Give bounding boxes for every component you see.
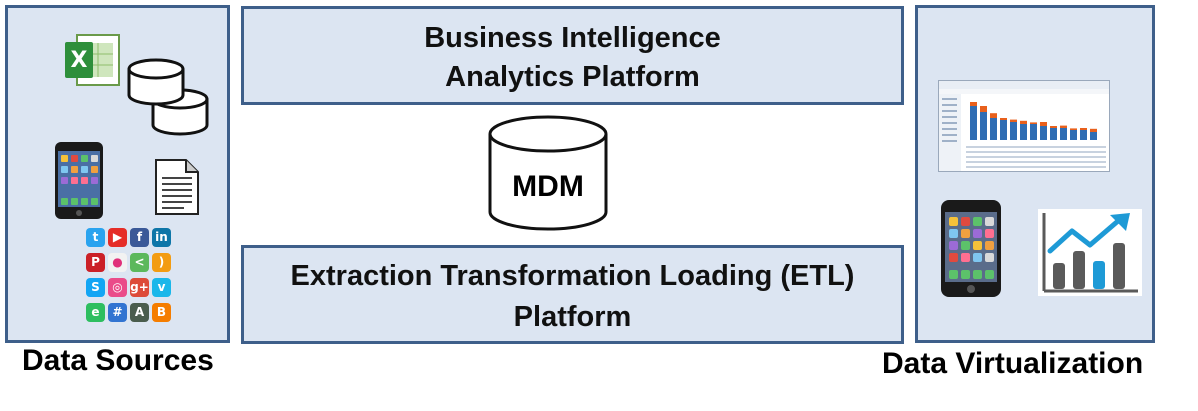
deviantart-icon: A: [130, 303, 149, 322]
facebook-icon: f: [130, 228, 149, 247]
dashboard-bar-cap: [1040, 122, 1047, 126]
etl-title-line2: Platform: [513, 301, 632, 333]
etl-platform-box: Extraction Transformation Loading (ETL) …: [241, 245, 904, 344]
dashboard-bar-cap: [980, 106, 987, 112]
share-icon: <: [130, 253, 149, 272]
googleplus-icon: g+: [130, 278, 149, 297]
dashboard-screenshot-icon: [938, 80, 1110, 172]
etl-title-line1: Extraction Transformation Loading (ETL): [290, 260, 855, 292]
dashboard-bar: [990, 118, 997, 140]
database-icon: [127, 58, 209, 136]
bi-analytics-platform-box: Business Intelligence Analytics Platform: [241, 6, 904, 105]
dashboard-bar-cap: [1090, 128, 1097, 132]
dashboard-bar-cap: [1020, 120, 1027, 124]
vimeo-icon: v: [152, 278, 171, 297]
document-icon: [155, 159, 199, 215]
dashboard-bar: [1030, 124, 1037, 140]
dashboard-bar: [1010, 122, 1017, 140]
mdm-database-icon: [488, 115, 608, 231]
dashboard-bar-cap: [1010, 119, 1017, 122]
dashboard-bar-cap: [1080, 128, 1087, 130]
mdm-label: MDM: [512, 170, 584, 203]
smartphone-icon: [55, 142, 103, 219]
dashboard-bar: [1080, 130, 1087, 140]
bi-title-line1: Business Intelligence: [424, 22, 721, 54]
dashboard-bar-cap: [1000, 118, 1007, 120]
dashboard-bar: [1020, 124, 1027, 140]
dashboard-bar: [1040, 126, 1047, 140]
smartphone-icon: [941, 200, 1001, 297]
evernote-icon: e: [86, 303, 105, 322]
rss-icon: ): [152, 253, 171, 272]
svg-text:X: X: [71, 48, 88, 73]
pinterest-icon: P: [86, 253, 105, 272]
data-virtualization-label: Data Virtualization: [882, 347, 1144, 380]
dashboard-bar: [1000, 120, 1007, 140]
dashboard-bar: [980, 112, 987, 140]
dashboard-bar: [1090, 132, 1097, 140]
dashboard-bar: [1070, 130, 1077, 140]
dashboard-bar-cap: [1030, 122, 1037, 124]
dashboard-bar-cap: [1070, 128, 1077, 130]
youtube-icon: ▶: [108, 228, 127, 247]
delicious-icon: #: [108, 303, 127, 322]
blogger-icon: B: [152, 303, 171, 322]
skype-icon: S: [86, 278, 105, 297]
dashboard-bar-cap: [970, 102, 977, 106]
dashboard-bar-cap: [1060, 125, 1067, 128]
excel-icon: X: [65, 34, 120, 86]
data-sources-label: Data Sources: [22, 344, 214, 377]
twitter-icon: t: [86, 228, 105, 247]
dashboard-bar-cap: [1050, 126, 1057, 128]
dashboard-bar: [1050, 128, 1057, 140]
dribbble-icon: ◎: [108, 278, 127, 297]
growth-chart-icon: [1038, 209, 1142, 296]
bi-title-line2: Analytics Platform: [445, 61, 700, 93]
flickr-icon: ●: [108, 253, 127, 272]
dashboard-bar-cap: [990, 113, 997, 118]
linkedin-icon: in: [152, 228, 171, 247]
dashboard-bar: [970, 106, 977, 140]
dashboard-bar: [1060, 128, 1067, 140]
